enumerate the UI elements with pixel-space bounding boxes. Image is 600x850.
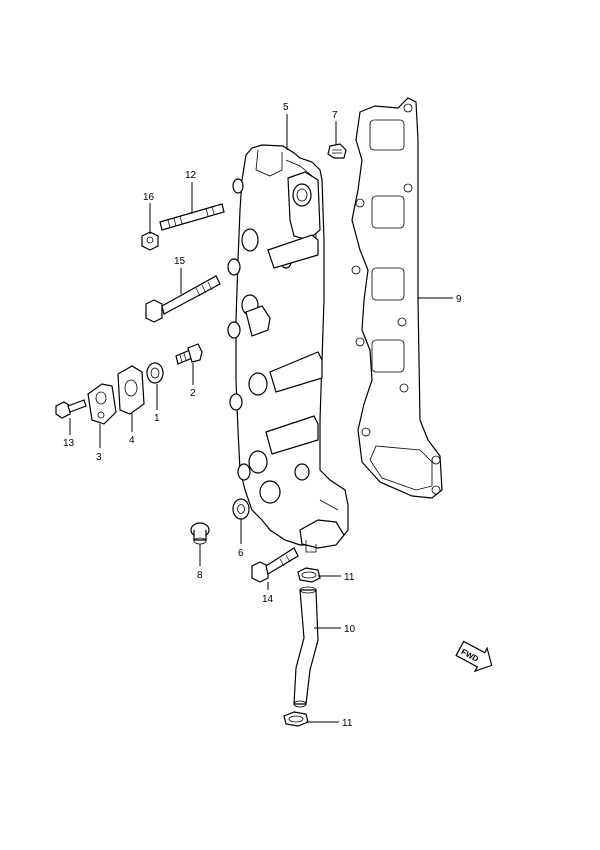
fwd-arrow-icon: FWD <box>455 640 493 673</box>
bolt-14-part <box>251 547 299 583</box>
callout-11-top: 11 <box>344 572 355 583</box>
callout-8: 8 <box>197 570 203 581</box>
gasket-part <box>351 97 443 499</box>
callout-9: 9 <box>456 294 462 305</box>
washer-1-part <box>146 362 164 384</box>
clip-11-bottom-part <box>283 711 309 727</box>
callout-11-bottom: 11 <box>342 718 353 729</box>
hose-10-part <box>293 586 319 708</box>
callout-2: 2 <box>190 388 196 399</box>
callout-1: 1 <box>154 413 160 424</box>
callout-10: 10 <box>344 624 356 635</box>
exhaust-cover-part <box>227 144 349 553</box>
callout-labels: 5 7 12 16 15 9 2 1 4 3 13 6 8 14 11 10 1… <box>63 102 462 729</box>
callout-13: 13 <box>63 438 75 449</box>
nut-16-part <box>141 231 159 251</box>
bolt-12-part <box>159 203 225 231</box>
washer-6-part <box>232 498 250 520</box>
plug-8-part <box>190 522 210 545</box>
bolt-2-part <box>175 343 203 365</box>
callout-5: 5 <box>283 102 289 113</box>
leader-lines <box>69 114 453 723</box>
callout-3: 3 <box>96 452 102 463</box>
callout-16: 16 <box>143 192 155 203</box>
plug-part <box>327 143 347 159</box>
callout-12: 12 <box>185 170 197 181</box>
bolt-13-part <box>55 399 87 419</box>
cover-3-part <box>87 383 117 425</box>
bolt-15-part <box>145 275 221 323</box>
callout-6: 6 <box>238 548 244 559</box>
callout-15: 15 <box>174 256 186 267</box>
callout-14: 14 <box>262 594 274 605</box>
callout-4: 4 <box>129 435 135 446</box>
callout-7: 7 <box>332 110 338 121</box>
clip-11-top-part <box>297 567 321 583</box>
gasket-4-part <box>117 365 145 415</box>
